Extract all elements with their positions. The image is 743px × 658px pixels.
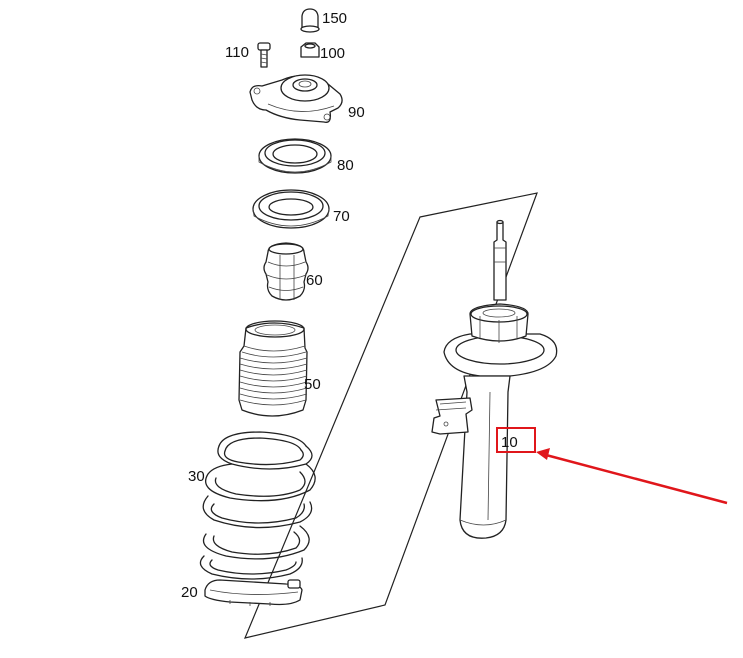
label-60: 60 bbox=[306, 272, 323, 289]
part-60-bump-stop[interactable] bbox=[263, 242, 309, 301]
highlight-box bbox=[496, 427, 536, 453]
part-30-coil-spring[interactable] bbox=[199, 431, 316, 580]
part-100-nut[interactable] bbox=[300, 42, 320, 58]
label-70: 70 bbox=[333, 208, 350, 225]
part-10-strut-assembly[interactable] bbox=[431, 219, 558, 539]
part-70-spring-seat[interactable] bbox=[252, 189, 330, 229]
label-150: 150 bbox=[322, 10, 347, 27]
label-110: 110 bbox=[225, 44, 249, 61]
label-10: 10 bbox=[501, 434, 518, 451]
part-150-cap[interactable] bbox=[300, 8, 320, 33]
part-110-bolt[interactable] bbox=[257, 42, 271, 68]
label-90: 90 bbox=[348, 104, 365, 121]
label-30: 30 bbox=[188, 468, 205, 485]
assembly-frame bbox=[243, 192, 538, 639]
label-20: 20 bbox=[181, 584, 198, 601]
label-50: 50 bbox=[304, 376, 321, 393]
highlight-arrow bbox=[536, 448, 728, 505]
label-100: 100 bbox=[320, 45, 345, 62]
part-50-dust-boot[interactable] bbox=[238, 320, 308, 417]
part-20-spring-pad[interactable] bbox=[204, 579, 303, 606]
part-90-top-mount[interactable] bbox=[249, 74, 343, 123]
part-80-bearing[interactable] bbox=[258, 138, 332, 174]
label-80: 80 bbox=[337, 157, 354, 174]
